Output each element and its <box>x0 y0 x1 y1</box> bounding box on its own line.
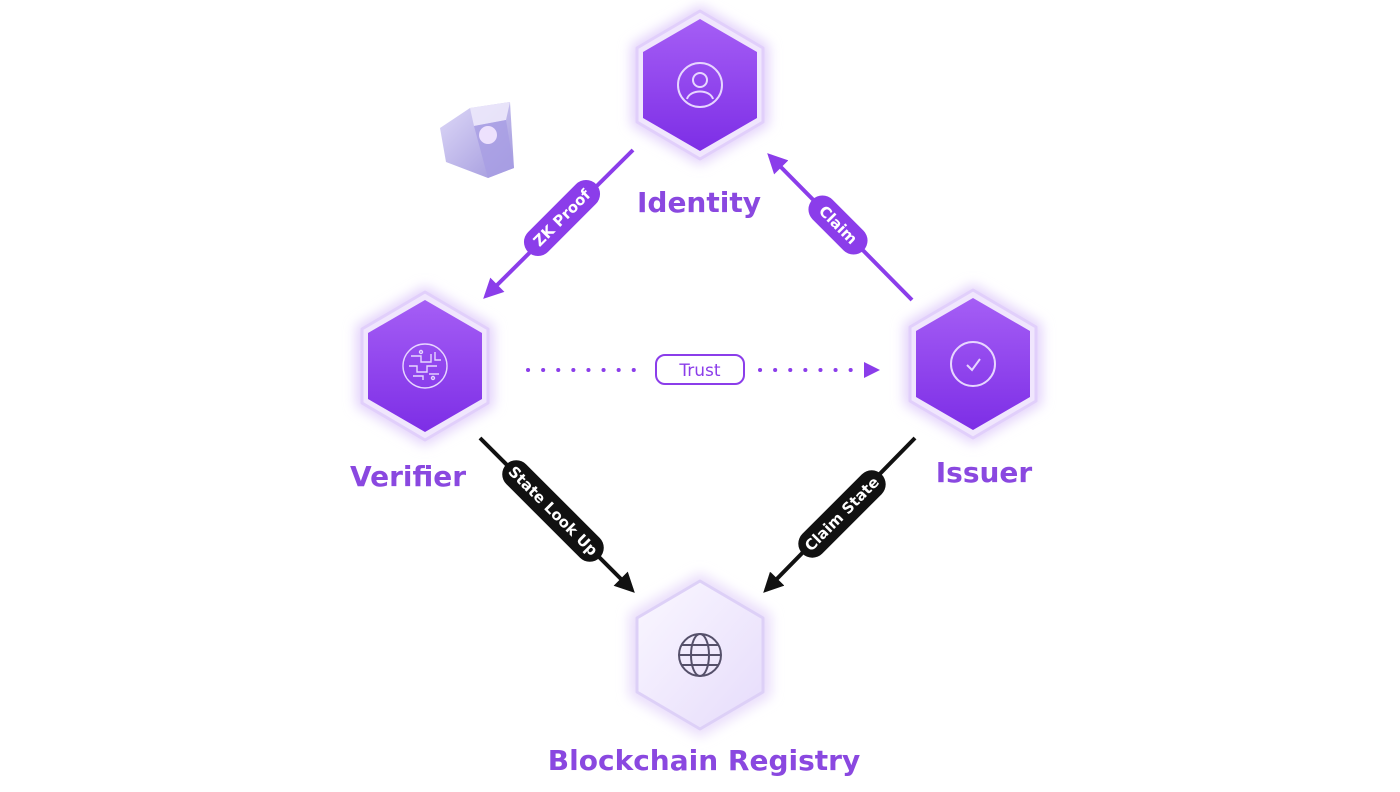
edge-label-zk-proof: ZK Proof <box>530 185 595 250</box>
globe-icon <box>678 633 722 677</box>
crystal-cube-icon <box>440 102 514 178</box>
edge-label-trust: Trust <box>678 361 721 381</box>
node-label-registry: Blockchain Registry <box>548 744 860 777</box>
edge-claim-state: Claim State <box>763 436 917 593</box>
node-label-verifier: Verifier <box>350 460 466 493</box>
node-label-identity: Identity <box>637 186 761 219</box>
edge-claim: Claim <box>767 153 914 302</box>
edge-label-state-look-up: State Look Up <box>505 463 602 560</box>
edge-label-claim-state: Claim State <box>801 473 883 555</box>
node-issuer <box>904 284 1042 444</box>
node-label-issuer: Issuer <box>936 456 1033 489</box>
node-identity <box>631 5 769 165</box>
circuit-icon <box>402 343 448 389</box>
edge-state-look-up: State Look Up <box>478 436 635 593</box>
edge-zk-proof: ZK Proof <box>483 148 635 299</box>
checkmark-icon <box>950 341 996 387</box>
node-verifier <box>356 286 494 446</box>
node-registry <box>629 573 771 737</box>
user-icon <box>677 62 723 108</box>
edge-trust: Trust <box>526 354 880 385</box>
